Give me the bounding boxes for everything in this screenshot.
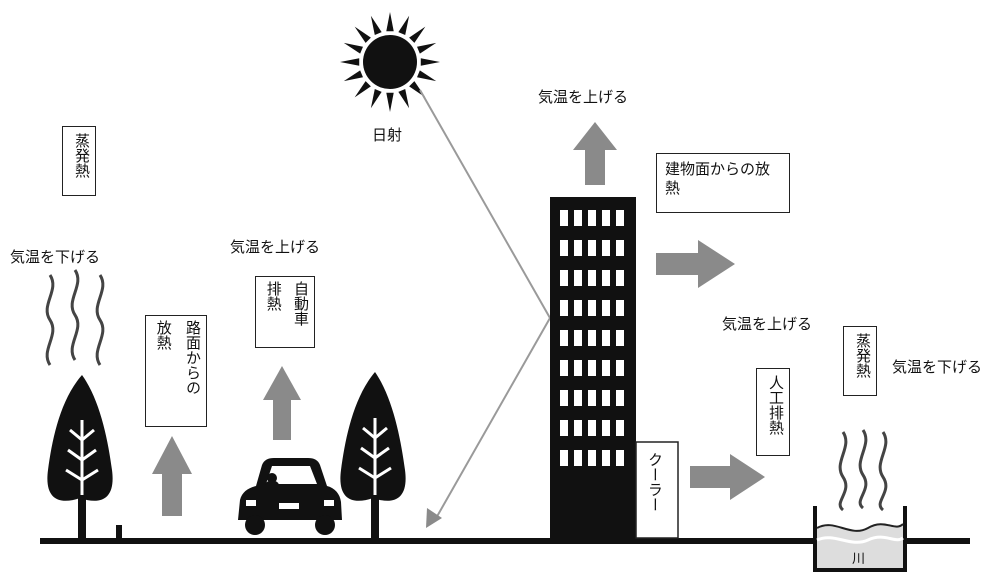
building-window <box>574 420 582 436</box>
building-window <box>588 330 596 346</box>
sun-ray <box>370 89 382 109</box>
sun-ray <box>340 58 360 66</box>
building-window <box>616 330 624 346</box>
sunlight-ray <box>419 89 552 521</box>
sun-ray <box>354 81 371 98</box>
right-evaporation-box: 蒸発熱 <box>843 326 877 396</box>
up-arrow-road <box>152 436 192 516</box>
building-window <box>602 300 610 316</box>
building-window <box>616 240 624 256</box>
car-exhaust-line2: 排熱 <box>264 281 283 311</box>
road-radiation-line2: 放熱 <box>154 320 173 350</box>
river-icon <box>813 506 907 572</box>
building-window <box>574 330 582 346</box>
sun-ray <box>386 12 394 32</box>
building-window <box>588 300 596 316</box>
ground-post <box>116 525 122 539</box>
up-arrow-car <box>263 366 301 440</box>
building-window <box>602 330 610 346</box>
building-window <box>616 420 624 436</box>
sun-ray <box>343 42 363 54</box>
river-label: 川 <box>852 552 866 567</box>
building-window <box>588 270 596 286</box>
building-window <box>560 330 568 346</box>
building-window <box>602 450 610 466</box>
sun-ray <box>409 26 426 43</box>
building-window <box>560 360 568 376</box>
cooler-unit <box>635 441 679 539</box>
sun-ray <box>420 58 440 66</box>
cooler-label: クーラー <box>646 452 664 512</box>
tree-middle-icon <box>340 372 406 539</box>
building-window <box>560 420 568 436</box>
sunlight-arrowhead <box>426 508 442 528</box>
tree-left-icon <box>47 375 113 539</box>
right-arrow-cooler <box>690 454 765 500</box>
building-window <box>574 210 582 226</box>
sun-ray <box>354 26 371 43</box>
right-lower-temp-label: 気温を下げる <box>892 358 983 376</box>
building-window <box>574 450 582 466</box>
building-window <box>616 300 624 316</box>
sun-ray <box>343 70 363 82</box>
ground-line <box>40 538 970 544</box>
artificial-heat-box: 人工排熱 <box>756 368 790 456</box>
building-window <box>560 300 568 316</box>
building-window <box>588 390 596 406</box>
left-lower-temp-label: 気温を下げる <box>10 248 101 266</box>
right-raise-temp-label: 気温を上げる <box>722 315 813 333</box>
building-window <box>588 450 596 466</box>
building-window <box>616 270 624 286</box>
raise-temp-top-label: 気温を上げる <box>538 88 629 106</box>
sun-ray <box>386 92 394 112</box>
building-window <box>602 240 610 256</box>
building-window <box>560 210 568 226</box>
building-window <box>602 360 610 376</box>
building-window <box>574 360 582 376</box>
building-window <box>560 450 568 466</box>
left-evaporation-box: 蒸発熱 <box>62 126 96 196</box>
building-window <box>616 360 624 376</box>
building-window <box>560 240 568 256</box>
building-window <box>560 390 568 406</box>
building-window <box>574 240 582 256</box>
building-radiation-box: 建物面からの放熱 <box>656 153 790 213</box>
building-window <box>616 450 624 466</box>
building-window <box>588 210 596 226</box>
sun-ray <box>370 15 382 35</box>
building-window <box>602 390 610 406</box>
sun-ray <box>417 70 437 82</box>
building-window <box>588 420 596 436</box>
car-icon <box>238 458 342 535</box>
building-window <box>574 270 582 286</box>
steam-river-icon <box>838 429 888 512</box>
car-exhaust-line1: 自動車 <box>292 281 310 326</box>
sun-label: 日射 <box>372 126 403 144</box>
building-window <box>602 210 610 226</box>
up-arrow-building <box>573 122 617 185</box>
right-arrow-building <box>656 240 735 288</box>
building-window <box>602 270 610 286</box>
sun-ray <box>398 89 410 109</box>
sun-ray <box>398 15 410 35</box>
car-exhaust-box: 自動車 排熱 <box>255 276 315 348</box>
building-window <box>616 210 624 226</box>
road-radiation-line1: 路面からの <box>184 320 202 395</box>
road-radiation-box: 路面からの 放熱 <box>145 315 207 427</box>
building-window <box>560 270 568 286</box>
sun-icon <box>340 12 440 112</box>
building-window <box>588 240 596 256</box>
building <box>550 197 636 539</box>
building-window <box>574 390 582 406</box>
car-raise-temp-label: 気温を上げる <box>230 238 321 256</box>
steam-left-icon <box>45 269 105 366</box>
sun-ray <box>417 42 437 54</box>
building-window <box>588 360 596 376</box>
building-window <box>574 300 582 316</box>
building-window <box>616 390 624 406</box>
building-window <box>602 420 610 436</box>
